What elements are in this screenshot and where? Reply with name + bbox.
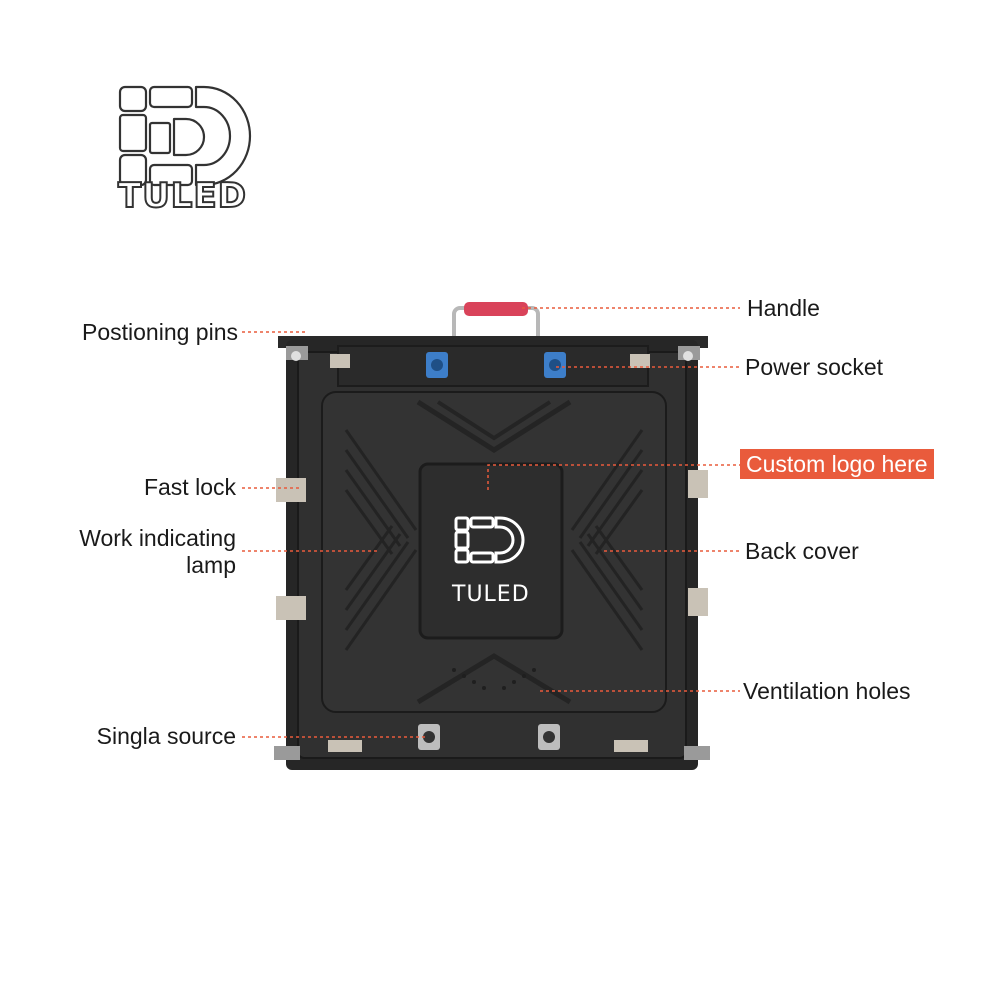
label-custom-logo: Custom logo here [740, 449, 934, 479]
panel-brand-text: TULED [452, 582, 530, 607]
label-signal-source: Singla source [96, 723, 236, 749]
label-fast-lock: Fast lock [143, 474, 236, 500]
handle-icon [452, 302, 540, 356]
brand-logo-icon [118, 85, 252, 187]
led-cabinet-back [274, 302, 710, 770]
label-positioning-pins: Postioning pins [82, 319, 238, 345]
label-handle: Handle [747, 295, 820, 321]
panel-logo-icon [454, 516, 525, 564]
label-work-lamp-line2: lamp [186, 552, 236, 578]
label-work-lamp-line1: Work indicating [79, 525, 236, 551]
label-back-cover: Back cover [745, 538, 859, 564]
label-ventilation-holes: Ventilation holes [743, 678, 911, 704]
brand-name: TULED [117, 175, 247, 217]
label-power-socket: Power socket [745, 354, 884, 380]
